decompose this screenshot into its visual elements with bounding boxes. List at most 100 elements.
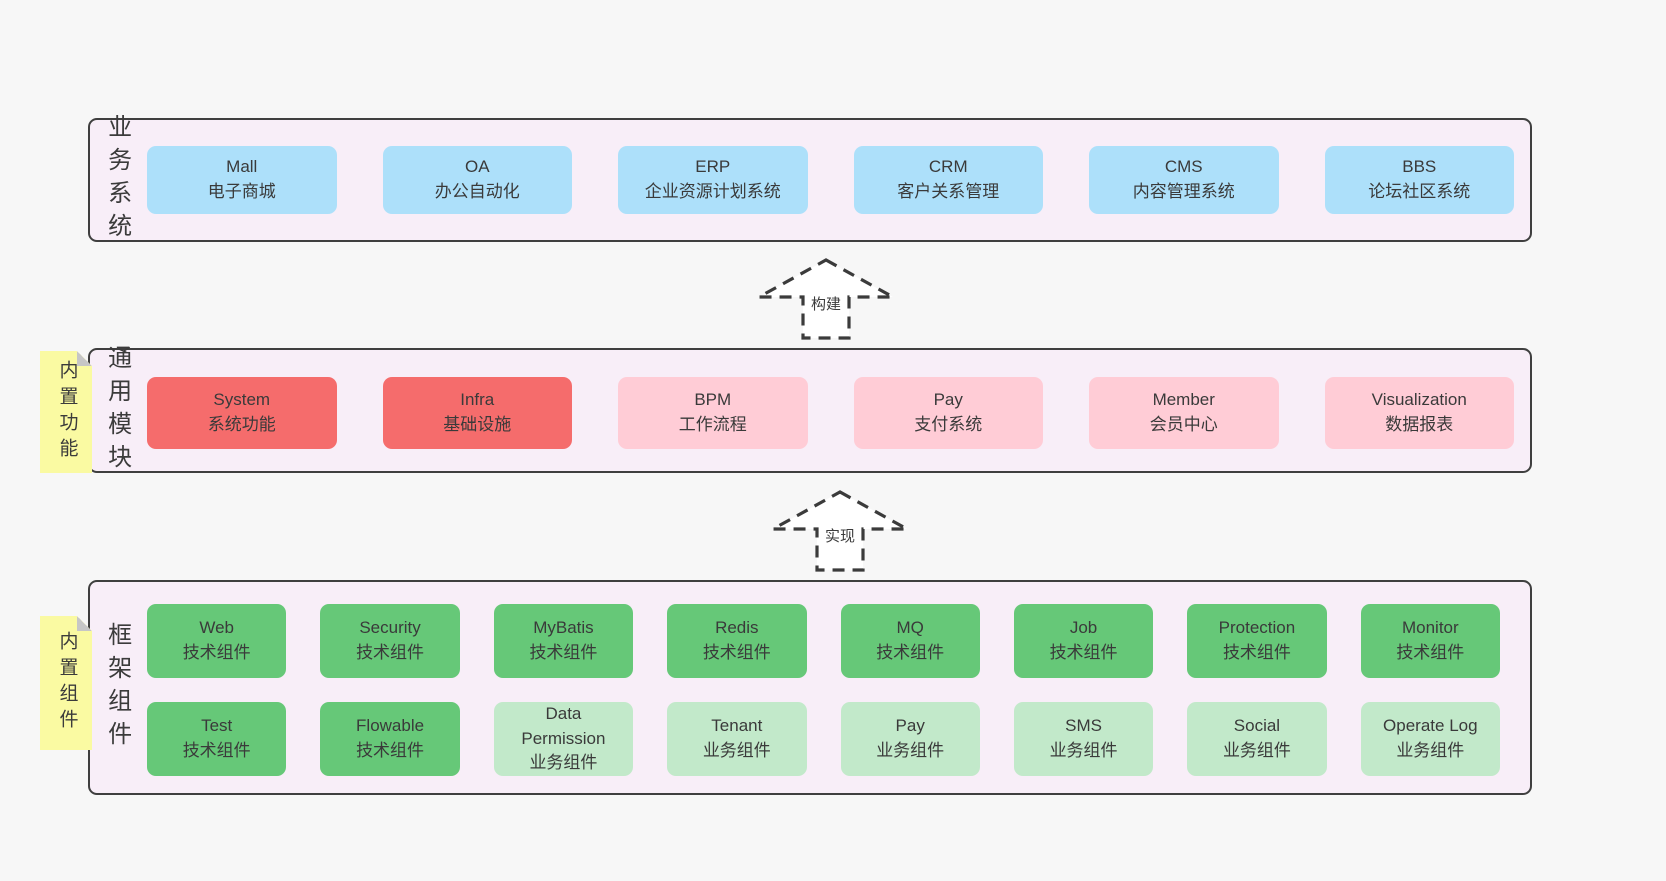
- box-desc: 系统功能: [207, 415, 276, 434]
- box-web: Web 技术组件: [147, 604, 287, 678]
- box-name: Protection: [1218, 618, 1296, 638]
- arrow-build: 构建: [756, 257, 896, 342]
- box-desc: 企业资源计划系统: [644, 182, 781, 201]
- box-name: Social: [1233, 716, 1281, 736]
- sticky-note-builtin-features: 内置功能: [40, 351, 92, 473]
- section-business-label: 业务系统: [103, 114, 131, 246]
- box-name: Pay: [933, 390, 963, 410]
- business-boxes-row: Mall 电子商城 OA 办公自动化 ERP 企业资源计划系统 CRM 客户关系…: [147, 146, 1514, 214]
- box-desc: 业务组件: [876, 741, 945, 760]
- box-member: Member 会员中心: [1089, 377, 1279, 449]
- box-sms: SMS 业务组件: [1013, 702, 1154, 776]
- box-desc: 技术组件: [876, 643, 945, 662]
- box-desc: 数据报表: [1385, 415, 1454, 434]
- box-name: CMS: [1164, 157, 1203, 177]
- box-name: Job: [1069, 618, 1098, 638]
- section-framework-components: 框架组件 Web 技术组件 Security 技术组件 MyBatis 技术组件…: [88, 580, 1532, 795]
- box-flowable: Flowable 技术组件: [320, 702, 460, 776]
- sticky-note-builtin-components: 内置组件: [40, 616, 92, 750]
- box-desc: 业务组件: [1049, 741, 1118, 760]
- box-desc: 客户关系管理: [897, 182, 1000, 201]
- box-name: Flowable: [356, 716, 425, 736]
- box-oa: OA 办公自动化: [382, 146, 572, 214]
- box-desc: 电子商城: [207, 182, 276, 201]
- box-visualization: Visualization 数据报表: [1324, 377, 1514, 449]
- box-desc: 会员中心: [1149, 415, 1218, 434]
- box-desc: 技术组件: [1396, 643, 1465, 662]
- box-name: Monitor: [1401, 618, 1459, 638]
- box-name: Data Permission: [521, 704, 606, 748]
- box-desc: 技术组件: [356, 643, 425, 662]
- sticky-note-text: 内置功能: [56, 360, 78, 464]
- box-desc: 内容管理系统: [1132, 182, 1235, 201]
- box-test: Test 技术组件: [147, 702, 287, 776]
- box-system: System 系统功能: [147, 377, 337, 449]
- box-job: Job 技术组件: [1013, 604, 1154, 678]
- section-business-systems: 业务系统 Mall 电子商城 OA 办公自动化 ERP 企业资源计划系统 CRM…: [88, 114, 1532, 246]
- box-desc: 支付系统: [914, 415, 983, 434]
- box-name: Test: [201, 716, 233, 736]
- box-name: OA: [464, 157, 490, 177]
- box-desc: 技术组件: [182, 741, 251, 760]
- box-desc: 技术组件: [702, 643, 771, 662]
- box-bbs: BBS 论坛社区系统: [1324, 146, 1514, 214]
- box-name: Mall: [226, 157, 258, 177]
- box-infra: Infra 基础设施: [382, 377, 572, 449]
- box-name: Redis: [715, 618, 759, 638]
- box-name: Infra: [460, 390, 495, 410]
- box-desc: 技术组件: [356, 741, 425, 760]
- box-desc: 工作流程: [678, 415, 747, 434]
- box-cms: CMS 内容管理系统: [1089, 146, 1279, 214]
- arrow-implement: 实现: [770, 489, 910, 574]
- framework-row-1: Web 技术组件 Security 技术组件 MyBatis 技术组件 Redi…: [147, 604, 1500, 678]
- arrow-implement-label: 实现: [821, 525, 859, 546]
- box-desc: 技术组件: [1222, 643, 1291, 662]
- box-name: Member: [1152, 390, 1215, 410]
- framework-row-2: Test 技术组件 Flowable 技术组件 Data Permission …: [147, 702, 1500, 776]
- box-name: Visualization: [1371, 390, 1467, 410]
- box-desc: 技术组件: [529, 643, 598, 662]
- box-pay-component: Pay 业务组件: [840, 702, 980, 776]
- box-desc: 基础设施: [443, 415, 512, 434]
- box-operate-log: Operate Log 业务组件: [1360, 702, 1500, 776]
- section-framework-label: 框架组件: [103, 621, 131, 754]
- box-name: MyBatis: [533, 618, 594, 638]
- box-crm: CRM 客户关系管理: [853, 146, 1043, 214]
- box-name: Web: [199, 618, 235, 638]
- box-desc: 业务组件: [1222, 741, 1291, 760]
- box-data-permission: Data Permission 业务组件: [493, 702, 634, 776]
- box-name: BPM: [694, 390, 732, 410]
- box-mq: MQ 技术组件: [840, 604, 980, 678]
- box-name: Security: [359, 618, 421, 638]
- box-monitor: Monitor 技术组件: [1360, 604, 1500, 678]
- box-tenant: Tenant 业务组件: [667, 702, 807, 776]
- box-security: Security 技术组件: [320, 604, 460, 678]
- box-desc: 技术组件: [182, 643, 251, 662]
- box-name: Pay: [895, 716, 925, 736]
- box-mybatis: MyBatis 技术组件: [493, 604, 634, 678]
- section-common-label: 通用模块: [103, 344, 131, 477]
- box-protection: Protection 技术组件: [1187, 604, 1327, 678]
- section-common-modules: 通用模块 System 系统功能 Infra 基础设施 BPM 工作流程 Pay…: [88, 345, 1532, 477]
- sticky-note-text: 内置组件: [56, 631, 78, 735]
- box-desc: 业务组件: [702, 741, 771, 760]
- box-name: CRM: [928, 157, 968, 177]
- box-redis: Redis 技术组件: [667, 604, 807, 678]
- arrow-build-label: 构建: [807, 293, 845, 314]
- box-erp: ERP 企业资源计划系统: [618, 146, 808, 214]
- box-name: ERP: [695, 157, 731, 177]
- box-pay-system: Pay 支付系统: [853, 377, 1043, 449]
- box-mall: Mall 电子商城: [147, 146, 337, 214]
- box-name: Tenant: [711, 716, 763, 736]
- box-desc: 技术组件: [1049, 643, 1118, 662]
- box-name: MQ: [896, 618, 924, 638]
- box-name: Operate Log: [1383, 716, 1478, 736]
- box-name: System: [213, 390, 271, 410]
- box-name: BBS: [1402, 157, 1437, 177]
- box-social: Social 业务组件: [1187, 702, 1327, 776]
- box-name: SMS: [1065, 716, 1102, 736]
- box-desc: 办公自动化: [434, 182, 520, 201]
- box-desc: 业务组件: [1396, 741, 1465, 760]
- box-desc: 业务组件: [529, 753, 598, 773]
- common-boxes-row: System 系统功能 Infra 基础设施 BPM 工作流程 Pay 支付系统…: [147, 377, 1514, 449]
